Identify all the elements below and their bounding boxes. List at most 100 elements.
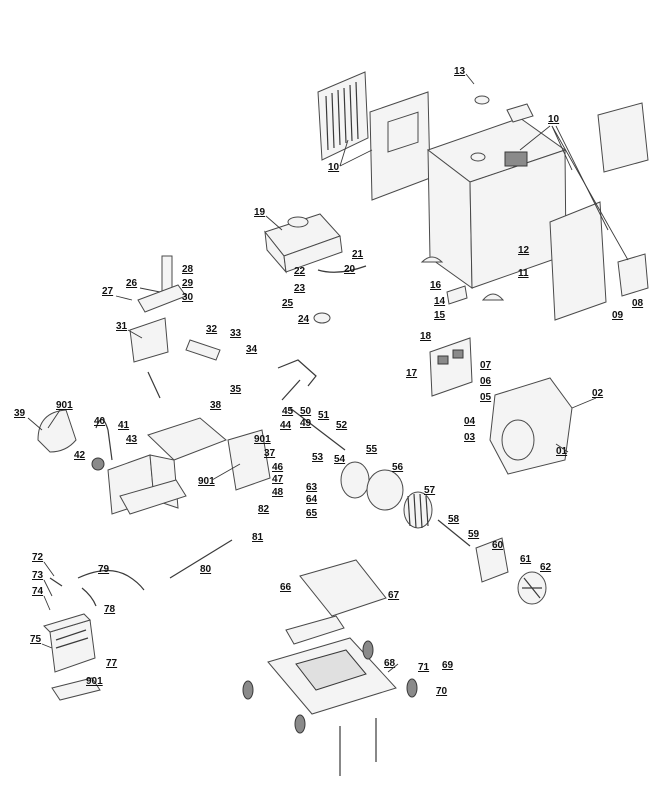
label-22: 22 (294, 266, 306, 277)
label-70: 70 (436, 686, 448, 697)
exhaust-elbow (185, 339, 221, 361)
label-41: 41 (118, 420, 130, 431)
fuel-cap-opening (470, 152, 486, 162)
label-56: 56 (392, 462, 404, 473)
label-61: 61 (520, 554, 532, 565)
label-62: 62 (540, 562, 552, 573)
fuel-tank-front (283, 235, 343, 273)
label-60: 60 (492, 540, 504, 551)
door-window (387, 111, 419, 153)
label-21: 21 (352, 249, 364, 260)
label-69: 69 (442, 660, 454, 671)
label-33: 33 (230, 328, 242, 339)
label-54: 54 (334, 454, 346, 465)
lifting-bracket (95, 418, 113, 461)
label-53: 53 (312, 452, 324, 463)
stator-housing (366, 469, 404, 511)
small-cover-plate (617, 253, 649, 297)
label-15: 15 (434, 310, 446, 321)
rotor-shaft (437, 519, 471, 547)
wheel-left (242, 680, 254, 700)
label-75: 75 (30, 634, 42, 645)
label-68: 68 (384, 658, 396, 669)
label-18: 18 (420, 331, 432, 342)
label-49: 49 (300, 418, 312, 429)
label-37: 37 (264, 448, 276, 459)
enclosure-group (317, 71, 649, 321)
bracket-35 (277, 359, 317, 387)
label-81: 81 (252, 532, 264, 543)
exhaust-group (129, 255, 221, 399)
fuel-tank-group (264, 213, 367, 324)
frame-bottom (119, 479, 187, 515)
muffler-plate (129, 317, 169, 363)
end-bracket (340, 461, 370, 499)
strap-72 (49, 577, 63, 587)
label-63: 63 (306, 482, 318, 493)
latch-right (481, 293, 505, 301)
label-59: 59 (468, 529, 480, 540)
label-77: 77 (106, 658, 118, 669)
handle-14 (446, 285, 468, 305)
label-17: 17 (406, 368, 418, 379)
label-64: 64 (306, 494, 318, 505)
label-19: 19 (254, 207, 266, 218)
label-16: 16 (430, 280, 442, 291)
label-32: 32 (206, 324, 218, 335)
base-cutout (295, 649, 367, 691)
label-30: 30 (182, 292, 194, 303)
label-57: 57 (424, 485, 436, 496)
wheel-rear (362, 640, 374, 660)
label-78: 78 (104, 604, 116, 615)
label-45: 45 (282, 406, 294, 417)
label-10-left: 10 (328, 162, 340, 173)
label-71: 71 (418, 662, 430, 673)
label-901-top: 901 (56, 400, 73, 411)
engine-block (489, 377, 573, 475)
label-38: 38 (210, 400, 222, 411)
label-43: 43 (126, 434, 138, 445)
label-12: 12 (518, 245, 530, 256)
exhaust-bracket (137, 284, 187, 313)
label-40: 40 (94, 416, 106, 427)
rear-panel (597, 102, 649, 173)
fuel-filter (313, 312, 331, 324)
bracket-arm (281, 379, 301, 401)
alternator-group (289, 407, 547, 605)
label-44: 44 (280, 420, 292, 431)
label-42: 42 (74, 450, 86, 461)
label-47: 47 (272, 474, 284, 485)
wheel-right (406, 678, 418, 698)
label-35: 35 (230, 384, 242, 395)
label-06: 06 (480, 376, 492, 387)
panel-frame-group (37, 359, 317, 515)
label-65: 65 (306, 508, 318, 519)
engine-flywheel-cover (501, 419, 535, 461)
label-58: 58 (448, 514, 460, 525)
label-39: 39 (14, 408, 26, 419)
rod-80 (169, 539, 233, 579)
label-901-center: 901 (198, 476, 215, 487)
label-07: 07 (480, 360, 492, 371)
label-46: 46 (272, 462, 284, 473)
label-10-right: 10 (548, 114, 560, 125)
label-80: 80 (200, 564, 212, 575)
label-82: 82 (258, 504, 270, 515)
label-72: 72 (32, 552, 44, 563)
label-08: 08 (632, 298, 644, 309)
label-67: 67 (388, 590, 400, 601)
latch-16 (420, 256, 444, 263)
control-box (429, 337, 473, 397)
label-31: 31 (116, 321, 128, 332)
label-20: 20 (344, 264, 356, 275)
label-73: 73 (32, 570, 44, 581)
fuel-hose (317, 265, 367, 273)
label-05: 05 (480, 392, 492, 403)
label-55: 55 (366, 444, 378, 455)
label-14: 14 (434, 296, 446, 307)
label-27: 27 (102, 286, 114, 297)
label-48: 48 (272, 487, 284, 498)
engine-group (429, 337, 573, 475)
label-901-battery: 901 (86, 676, 103, 687)
frame-top-plate (147, 417, 227, 461)
